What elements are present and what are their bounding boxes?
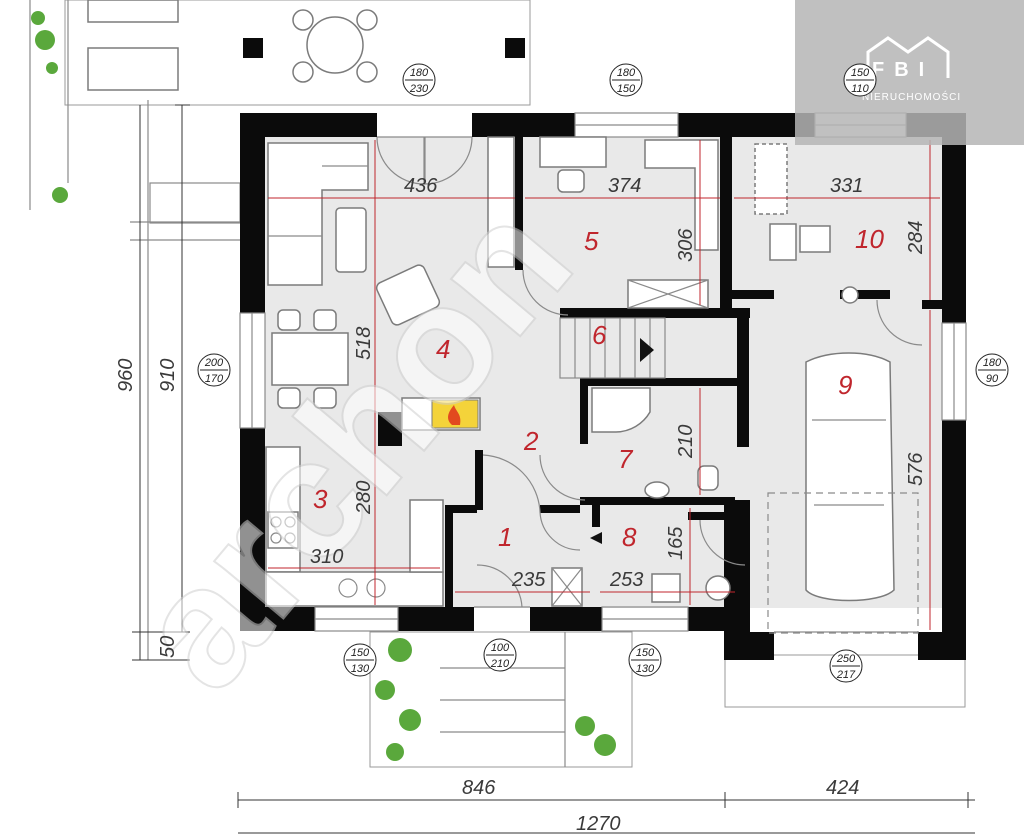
svg-text:150: 150 bbox=[617, 83, 636, 95]
dim-room7-depth: 210 bbox=[675, 425, 697, 459]
opening-tag-window-10: 150 110 bbox=[843, 63, 877, 97]
overall-dimension-lines bbox=[132, 104, 975, 834]
opening-tag-garage-door: 250 217 bbox=[829, 649, 863, 683]
room-number-5: 5 bbox=[584, 226, 599, 256]
dim-bottom-1270: 1270 bbox=[576, 813, 621, 835]
room-number-10: 10 bbox=[855, 224, 884, 254]
dim-room10-width: 331 bbox=[830, 175, 863, 197]
logo-letters: FBI bbox=[872, 59, 934, 81]
dim-bottom-846: 846 bbox=[462, 777, 496, 799]
svg-text:150: 150 bbox=[851, 67, 870, 79]
dimension-lines bbox=[268, 140, 940, 630]
sofa bbox=[267, 142, 369, 286]
logo-box bbox=[795, 0, 1024, 145]
fireplace bbox=[401, 397, 481, 431]
room-number-4: 4 bbox=[436, 334, 450, 364]
car bbox=[767, 352, 919, 634]
opening-tag-window-5: 180 150 bbox=[609, 63, 643, 97]
left-terrace bbox=[29, 0, 241, 660]
dim-room9-depth: 576 bbox=[905, 452, 927, 486]
bathroom-fixtures bbox=[591, 387, 719, 499]
dim-room8-width: 253 bbox=[609, 569, 643, 591]
svg-text:150: 150 bbox=[636, 647, 655, 659]
svg-text:130: 130 bbox=[636, 663, 655, 675]
room-number-7: 7 bbox=[618, 444, 634, 474]
staircase bbox=[559, 317, 666, 379]
room-number-2: 2 bbox=[523, 426, 539, 456]
svg-text:180: 180 bbox=[410, 67, 429, 79]
opening-tag-right-window: 180 90 bbox=[975, 353, 1009, 387]
room-number-1: 1 bbox=[498, 522, 512, 552]
terrace-furniture bbox=[87, 0, 525, 91]
coffee-table bbox=[335, 207, 367, 273]
svg-text:130: 130 bbox=[351, 663, 370, 675]
svg-text:200: 200 bbox=[204, 357, 224, 369]
dining-set bbox=[271, 309, 349, 409]
kitchen-units bbox=[265, 446, 444, 607]
dim-room5-depth: 306 bbox=[675, 228, 697, 262]
interior-walls bbox=[378, 137, 942, 607]
dim-overall-910: 910 bbox=[157, 359, 179, 392]
stair-arrow-icon bbox=[640, 338, 654, 362]
room-number-9: 9 bbox=[838, 370, 852, 400]
svg-text:210: 210 bbox=[490, 658, 510, 670]
room8-fixtures bbox=[551, 567, 731, 607]
opening-tag-entrance-door: 100 210 bbox=[483, 638, 517, 672]
dim-overall-50: 50 bbox=[157, 636, 179, 658]
opening-tag-left-window: 200 170 bbox=[197, 353, 231, 387]
opening-tag-window-8: 150 130 bbox=[628, 643, 662, 677]
room-number-6: 6 bbox=[592, 320, 607, 350]
logo-subtitle: NIERUCHOMOŚCI bbox=[862, 90, 961, 103]
svg-text:100: 100 bbox=[491, 642, 510, 654]
room-number-8: 8 bbox=[622, 522, 637, 552]
svg-text:250: 250 bbox=[836, 653, 856, 665]
dim-room4-width: 436 bbox=[404, 175, 438, 197]
dim-room8-depth: 165 bbox=[665, 526, 687, 560]
dim-overall-960: 960 bbox=[115, 359, 137, 392]
dim-room4-depth: 518 bbox=[353, 327, 375, 360]
svg-text:90: 90 bbox=[986, 373, 999, 385]
svg-text:110: 110 bbox=[851, 83, 869, 95]
svg-text:180: 180 bbox=[617, 67, 636, 79]
dim-room1-width: 235 bbox=[511, 569, 546, 591]
svg-text:170: 170 bbox=[205, 373, 224, 385]
opening-tag-terrace-door: 180 230 bbox=[402, 63, 436, 97]
svg-text:217: 217 bbox=[836, 669, 856, 681]
svg-text:180: 180 bbox=[983, 357, 1002, 369]
arrow-icon bbox=[590, 532, 602, 544]
exterior-walls bbox=[240, 113, 966, 660]
door-swings bbox=[376, 136, 923, 608]
boiler-room-fixtures bbox=[754, 143, 859, 304]
svg-text:230: 230 bbox=[409, 83, 429, 95]
plants bbox=[31, 11, 616, 761]
dim-room10-depth: 284 bbox=[905, 221, 927, 255]
dim-bottom-424: 424 bbox=[826, 777, 859, 799]
svg-text:150: 150 bbox=[351, 647, 370, 659]
house-logo-icon bbox=[866, 36, 950, 78]
dim-room3-width: 310 bbox=[310, 546, 343, 568]
armchair bbox=[375, 264, 441, 326]
room-number-3: 3 bbox=[313, 484, 328, 514]
dim-room3-depth: 280 bbox=[353, 481, 375, 515]
opening-tag-kitchen-window: 150 130 bbox=[343, 643, 377, 677]
dim-room5-width: 374 bbox=[608, 175, 641, 197]
window-frames bbox=[239, 112, 967, 633]
